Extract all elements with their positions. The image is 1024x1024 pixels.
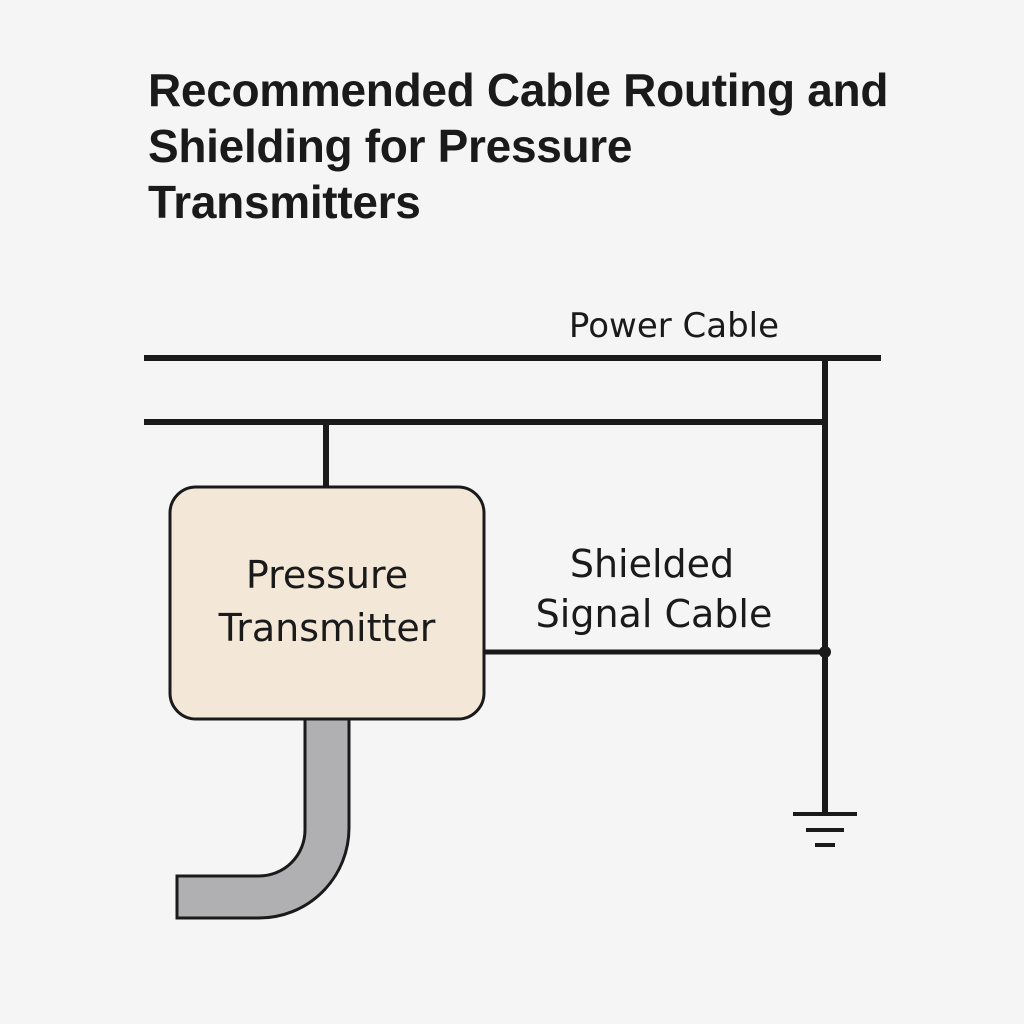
shielded-signal-cable-label-line2: Signal Cable (536, 592, 773, 636)
diagram-title: Recommended Cable Routing and Shielding … (148, 64, 889, 228)
process-pipe (175, 716, 351, 920)
power-cable-label: Power Cable (569, 306, 779, 346)
junction-dot-icon (819, 646, 831, 658)
transmitter-label-line2: Transmitter (218, 606, 436, 650)
pressure-transmitter-box (168, 485, 486, 721)
shielded-signal-cable-label-line1: Shielded (570, 542, 734, 586)
ground-icon (793, 812, 857, 847)
transmitter-label-line1: Pressure (246, 553, 408, 597)
